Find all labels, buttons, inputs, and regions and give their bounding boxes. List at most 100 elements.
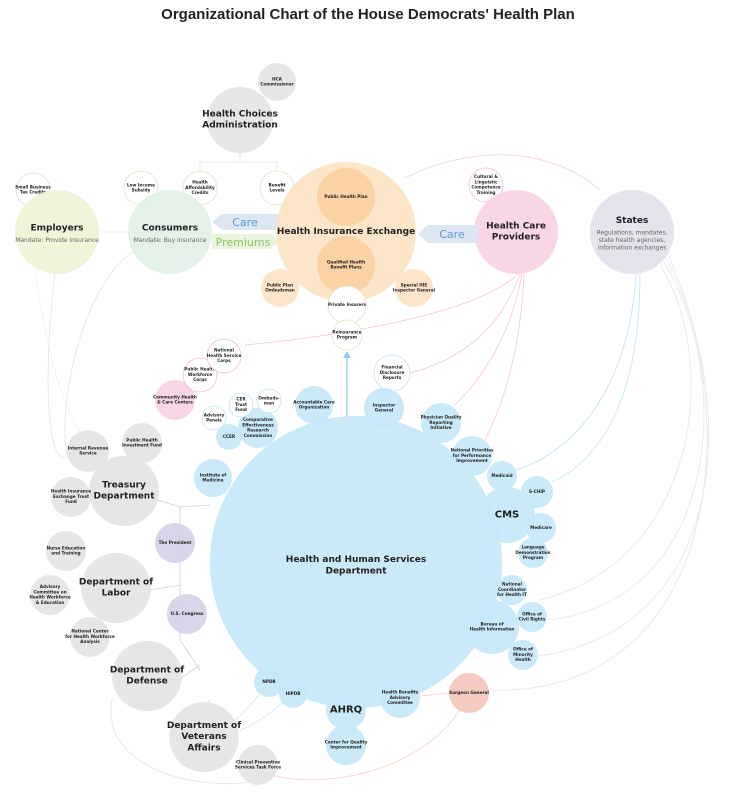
node-label: Services Task Force <box>235 765 281 770</box>
node-label: HCA <box>272 76 283 81</box>
npp-circle <box>452 436 492 476</box>
node-label: Program <box>337 335 358 340</box>
php-circle <box>317 168 375 226</box>
node-label: Ombuds- <box>258 395 279 400</box>
node-label: Workforce <box>188 372 212 377</box>
node-label: Health Information <box>470 627 515 632</box>
node-label: Program <box>523 555 544 560</box>
node-label: Analysis <box>80 639 100 644</box>
node-label: Public Plan <box>267 282 293 287</box>
chcc-circle <box>155 380 195 420</box>
node-label: Qualified Health <box>327 259 365 264</box>
premiums-arrow-label: Premiums <box>216 236 271 249</box>
node-label: CCER <box>223 434 236 439</box>
hbac-circle <box>380 678 420 718</box>
node-label: Exchange Trust <box>53 494 89 499</box>
node-label: Research <box>247 428 269 433</box>
states-to-exchange-line <box>404 154 601 191</box>
node-label: Surgeon General <box>449 690 489 695</box>
node-label: Linguistic <box>475 179 498 184</box>
node-label: States <box>616 216 649 226</box>
node-sublabel: information exchanges <box>598 245 667 252</box>
president-circle <box>155 523 195 563</box>
node-label: Corps <box>193 377 207 382</box>
hietf-circle <box>51 477 91 517</box>
states-to-sg-line <box>484 254 708 691</box>
chart-title: Organizational Chart of the House Democr… <box>161 6 575 23</box>
node-label: Office of <box>522 611 542 616</box>
node-label: Department <box>325 566 387 576</box>
node-label: Center for Quality <box>325 739 368 744</box>
node-label: National Priorities <box>450 448 494 453</box>
node-hipdb: HIPDB <box>279 680 307 708</box>
care-arrow-left: Care <box>212 214 280 230</box>
nchwa-circle <box>70 617 110 657</box>
hca-circle <box>258 63 296 101</box>
node-label: Physician Quality <box>421 415 462 420</box>
node-ahrq: AHRQ <box>326 690 366 730</box>
node-label: Health Service <box>207 353 242 358</box>
node-label: Committee <box>387 700 413 705</box>
hca-branch-line <box>199 152 278 171</box>
node-label: Fund <box>235 407 247 412</box>
node-label: Advisory <box>40 584 61 589</box>
node-label: Employers <box>30 223 83 233</box>
node-php: Public Health Plan <box>317 168 375 226</box>
node-label: Public Health <box>184 367 215 372</box>
states-to-schip-line <box>551 273 641 483</box>
node-label: Affordability <box>185 185 215 190</box>
node-sg: Surgeon General <box>449 673 489 713</box>
node-label: Fund <box>65 499 77 504</box>
node-label: Health Workforce <box>29 595 70 600</box>
node-label: Low Income <box>127 182 155 187</box>
node-label: Reporting <box>429 420 452 425</box>
node-label: Veterans <box>181 732 226 742</box>
government-branch-lines <box>149 499 211 723</box>
hipdb-circle <box>279 680 307 708</box>
node-label: Department of <box>167 721 241 731</box>
node-label: Comparative <box>243 417 273 422</box>
node-label: Reinsurance <box>332 329 361 334</box>
node-label: Reports <box>383 375 402 380</box>
node-label: CER <box>236 397 246 402</box>
node-label: Civil Rights <box>519 617 546 622</box>
node-cerc: ComparativeEffectivenessResearchCommissi… <box>238 408 278 448</box>
node-label: Cultural & <box>474 174 498 179</box>
defense-circle <box>112 641 182 711</box>
cqi-circle <box>326 725 366 765</box>
node-ccer: CCER <box>216 424 242 450</box>
ocr-circle <box>517 602 547 632</box>
node-label: Health and Human Services <box>286 555 426 565</box>
node-label: Affairs <box>187 743 220 753</box>
cerc-circle <box>238 408 278 448</box>
node-label: Effectiveness <box>242 422 274 427</box>
node-label: Disclosure <box>380 370 405 375</box>
node-label: Benefit <box>269 182 286 187</box>
cms-circle <box>479 487 535 543</box>
qhbp-circle <box>317 236 375 294</box>
bhi-circle <box>465 600 519 654</box>
irs-circle <box>67 430 109 472</box>
node-label: Health Care <box>486 221 546 231</box>
node-medicaid: Medicaid <box>487 461 517 491</box>
node-sublabel: Mandate: Buy insurance <box>134 237 207 244</box>
node-label: Improvement <box>456 458 488 463</box>
node-label: Administration <box>202 121 278 131</box>
